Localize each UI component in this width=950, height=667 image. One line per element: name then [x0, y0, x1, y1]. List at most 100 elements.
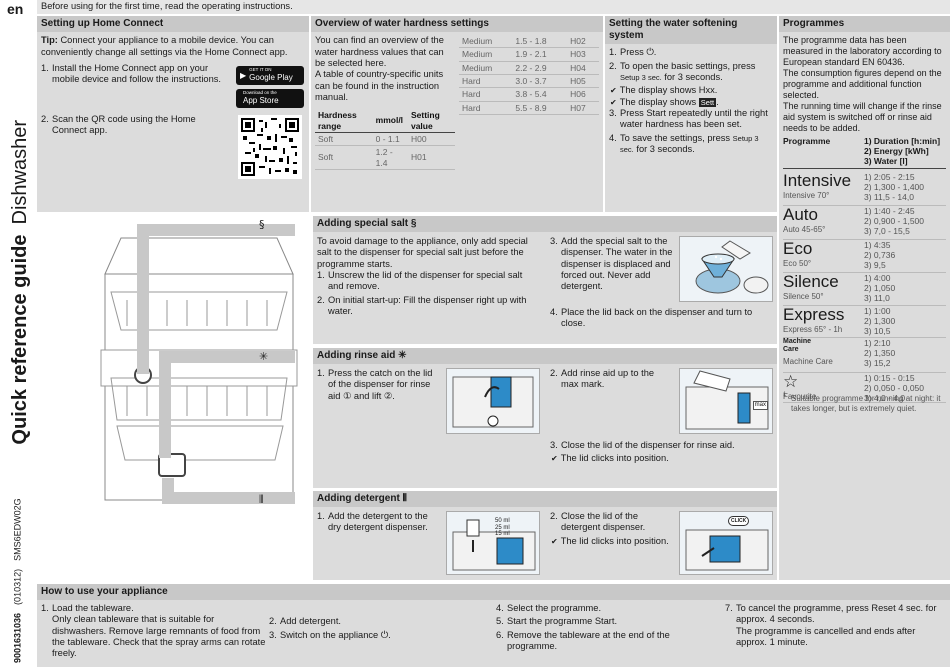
detergent-icon: ⫴ — [402, 493, 407, 504]
list-item: 6.Remove the tableware at the end of the… — [496, 629, 670, 651]
programme-name: Intensive — [783, 171, 852, 190]
detergent-panel: Adding detergent ⫴ 1.Add the detergent t… — [313, 491, 777, 580]
list-item: 1.Press ⏻. — [609, 47, 657, 58]
programme-name: ☆ — [783, 372, 799, 391]
rinse-open-illustration — [446, 368, 540, 434]
list-item: 2.On initial start-up: Fill the dispense… — [317, 294, 527, 316]
programme-value: 3) 9,5 — [864, 260, 886, 271]
programme-value: 2) 0,900 - 1,500 — [864, 216, 925, 227]
programme-name: Machine Care — [783, 338, 812, 353]
programmes-title: Programmes — [779, 16, 950, 33]
programme-name: Auto — [783, 205, 818, 224]
programme-value: 3) 11,0 — [864, 293, 890, 304]
programme-subtitle: Eco 50° — [783, 259, 812, 268]
connector-lines: § ✳ ⫴ — [137, 218, 295, 506]
list-item: 4.To save the settings, press Setup 3 se… — [609, 132, 759, 154]
programme-value: 2) 0,736 — [864, 250, 896, 261]
water-hardness-title: Overview of water hardness settings — [311, 16, 603, 33]
programme-value: 1) 2:05 - 2:15 — [864, 172, 915, 182]
power-icon: ⏻ — [646, 47, 654, 58]
list-item: 1.Press the catch on the lid of the disp… — [317, 368, 433, 401]
programme-value: 1) 1:00 — [864, 306, 891, 316]
programme-value: 2) 1,300 - 1,400 — [864, 182, 925, 193]
programme-value: 3) 15,2 — [864, 358, 891, 369]
rinse-aid-icon: ✳ — [398, 350, 407, 361]
list-item: 3.Switch on the appliance ⏻. — [269, 629, 391, 640]
display-sett: Sett — [698, 97, 717, 107]
rinse-fill-illustration: max — [679, 368, 773, 434]
programme-value: 3) 7,0 - 15,5 — [864, 226, 910, 237]
detergent-title: Adding detergent ⫴ — [313, 491, 777, 508]
list-item: 1.Add the detergent to the dry detergent… — [317, 511, 428, 533]
programme-name: Silence — [783, 272, 839, 291]
list-item: 1.Unscrew the lid of the dispenser for s… — [317, 269, 523, 292]
how-to-use-panel: How to use your appliance 1.Load the tab… — [37, 584, 950, 667]
programme-name: Eco — [783, 239, 813, 258]
programme-value: 2) 1,350 — [864, 348, 896, 359]
programme-value: 1) 4:35 — [864, 240, 891, 250]
svg-text:✳: ✳ — [259, 350, 268, 363]
programme-name: Express — [783, 305, 845, 324]
list-item: 2.To open the basic settings, press Setu… — [609, 60, 756, 83]
language-code: en — [7, 1, 24, 17]
salt-illustration — [679, 236, 773, 302]
programme-value: 1) 4:00 — [864, 273, 891, 283]
list-item: 4.Select the programme. — [496, 603, 602, 613]
home-connect-panel: Setting up Home Connect Tip: Connect you… — [37, 16, 309, 212]
list-item: 2.Scan the QR code using the Home Connec… — [41, 113, 196, 135]
tip: Tip: Connect your appliance to a mobile … — [41, 35, 288, 57]
salt-title: Adding special salt § — [313, 216, 777, 233]
click-label: CLICK — [728, 516, 750, 527]
list-item: 3.Close the lid of the dispenser for rin… — [550, 440, 735, 450]
programme-value: 1) 0:15 - 0:15 — [864, 373, 915, 383]
list-item: 3.Add the special salt to the dispenser.… — [550, 236, 673, 292]
programme-value: 1) 2:10 — [864, 338, 891, 348]
max-label: max — [752, 401, 768, 411]
list-item: 3.Press Start repeatedly until the right… — [609, 108, 768, 130]
detergent-add-illustration: 50 ml 25 ml 15 ml — [446, 511, 540, 575]
rinse-aid-panel: Adding rinse aid ✳ 1.Press the catch on … — [313, 348, 777, 488]
how-to-use-title: How to use your appliance — [37, 584, 950, 601]
salt-icon: § — [410, 218, 417, 229]
programmes-panel: Programmes The programme data has been m… — [779, 16, 950, 580]
programme-subtitle: Auto 45-65° — [783, 225, 826, 234]
list-item: 7.To cancel the programme, press Reset 4… — [725, 603, 937, 647]
qr-code — [238, 115, 302, 179]
programme-value: 3) 11,5 - 14,0 — [864, 192, 914, 203]
svg-text:§: § — [259, 218, 265, 231]
list-item: 1.Load the tableware.Only clean tablewar… — [41, 603, 266, 659]
programme-subtitle: Favourite — [783, 392, 817, 401]
top-note: Before using for the first time, read th… — [37, 0, 950, 14]
programme-value: 3) 10,5 — [864, 326, 891, 337]
list-item: 2.Add detergent. — [269, 616, 341, 627]
programme-subtitle: Silence 50° — [783, 292, 824, 301]
programme-subtitle: Express 65° - 1h — [783, 325, 843, 334]
water-softening-title: Setting the water softening system — [605, 16, 777, 45]
list-item: 2.Close the lid of the detergent dispens… — [550, 511, 646, 533]
programme-value: 1) 1:40 - 2:45 — [864, 206, 915, 216]
salt-panel: Adding special salt § To avoid damage to… — [313, 216, 777, 344]
sidebar: en Quick reference guideDishwasher 90016… — [0, 0, 36, 667]
list-item: 5.Start the programme Start. — [496, 616, 618, 627]
programme-value: 2) 0,050 - 0,050 — [864, 383, 925, 394]
programme-value: 2) 1,050 — [864, 283, 896, 294]
dishwasher-illustration — [100, 237, 298, 501]
